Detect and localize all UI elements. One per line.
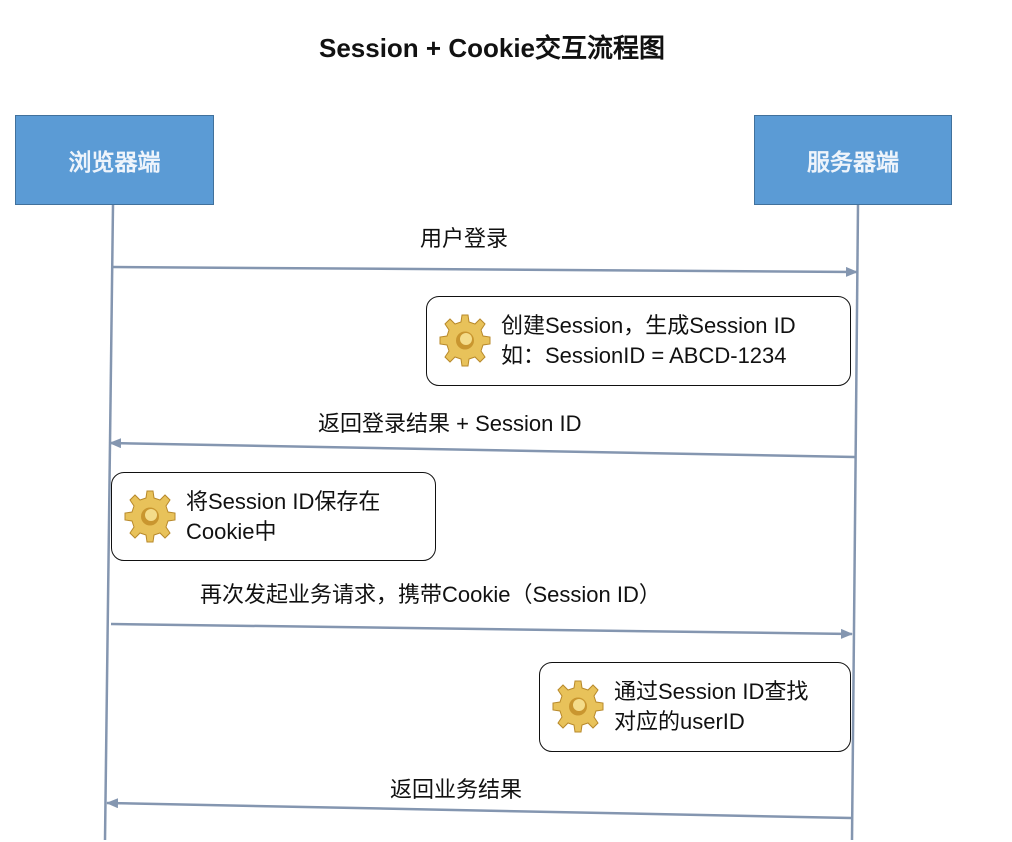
message-arrow-business-result bbox=[106, 798, 852, 820]
message-label: 用户登录 bbox=[420, 226, 509, 251]
diagram-title: Session + Cookie交互流程图 bbox=[318, 33, 666, 63]
message-label: 返回业务结果 bbox=[390, 777, 523, 802]
note-line: 将Session ID保存在 bbox=[186, 488, 381, 514]
note-line: 通过Session ID查找 bbox=[614, 679, 809, 704]
message-arrow-login-result bbox=[109, 438, 856, 459]
server-lifeline bbox=[850, 204, 860, 841]
note-create-session: 创建Session，生成Session ID 如：SessionID = ABCD… bbox=[426, 296, 851, 386]
note-line: 创建Session，生成Session ID bbox=[501, 313, 796, 338]
message-label: 再次发起业务请求，携带Cookie（Session ID） bbox=[200, 582, 661, 607]
message-label: 返回登录结果 + Session ID bbox=[318, 411, 582, 436]
note-save-cookie: 将Session ID保存在 Cookie中 bbox=[111, 472, 436, 561]
note-line: 对应的userID bbox=[614, 709, 745, 734]
actor-browser: 浏览器端 bbox=[15, 115, 214, 205]
note-line: Cookie中 bbox=[186, 518, 277, 544]
gear-icon bbox=[124, 490, 176, 542]
browser-lifeline bbox=[103, 204, 115, 841]
note-line: 如：SessionID = ABCD-1234 bbox=[501, 343, 787, 368]
gear-icon bbox=[552, 680, 604, 733]
gear-icon bbox=[439, 314, 491, 367]
actor-server: 服务器端 bbox=[754, 115, 952, 205]
message-arrow-login bbox=[112, 265, 858, 277]
message-arrow-request bbox=[110, 622, 853, 639]
note-lookup-user: 通过Session ID查找对应的userID bbox=[539, 662, 851, 752]
